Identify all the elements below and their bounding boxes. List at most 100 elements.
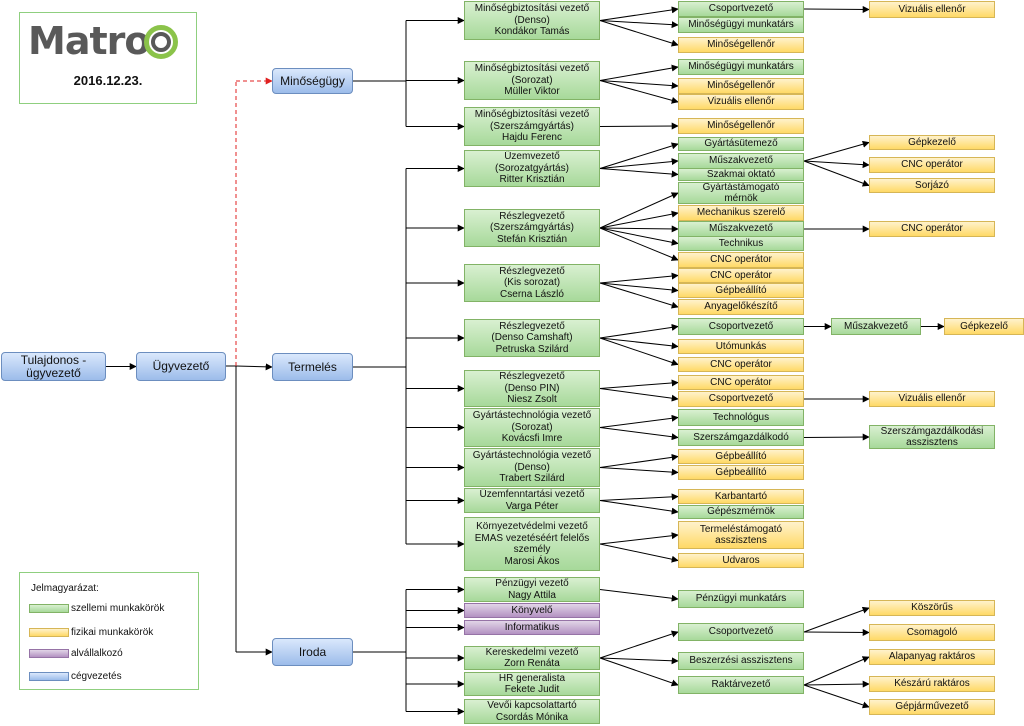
node-vevoi: Vevői kapcsolattartó Csordás Mónika [464,699,600,724]
node-c10-gepbeall1: Gépbeállító [678,449,804,464]
connector-line [599,657,679,665]
connector-line [803,160,870,169]
node-c8-csop: Csoportvezető [678,391,804,407]
node-d1-vizualis: Vizuális ellenőr [869,1,995,18]
legend-swatch-green [29,603,69,613]
connector-line [599,282,679,294]
node-uzemfenn: Üzemfenntartási vezető Varga Péter [464,488,600,513]
node-c9-szersz: Szerszámgazdálkodó [678,429,804,446]
legend-item-alvallalkozo: alvállalkozó [29,646,123,660]
connector-line [599,630,679,659]
connector-line [599,657,679,687]
logo-ring-icon [144,25,178,59]
connector-line [599,337,679,366]
connector-line [599,225,679,233]
node-c12-udvaros: Udvaros [678,553,804,568]
connector-line [599,500,679,515]
legend-item-szellemi: szellemi munkakörök [29,601,164,615]
logo-panel: Matro 2016.12.23. [19,12,197,104]
connector-line [599,282,679,309]
node-c13-penzugyi: Pénzügyi munkatárs [678,590,804,608]
connector-line [599,80,679,90]
connector-line [803,628,870,636]
node-gytv-sorozat: Gyártástechnológia vezető (Sorozat) Ková… [464,408,600,447]
connector-line [599,467,679,476]
chart-date: 2016.12.23. [73,73,143,88]
connector-line [599,122,679,130]
node-mbv-sorozat: Minőségbiztosítási vezető (Sorozat) Müll… [464,61,600,100]
node-c2-minell: Minőségellenőr [678,78,804,94]
connector-line [599,493,679,501]
node-tulajdonos: Tulajdonos - ügyvezető [1,352,106,381]
node-d7-muszak: Műszakvezető [831,318,921,335]
node-c5-mechanikus: Mechanikus szerelő [678,205,804,221]
connector-line [599,453,679,468]
legend-label: alvállalkozó [71,647,123,659]
node-d14-gepjarmu: Gépjárművezető [869,699,995,715]
connector-line [599,379,679,389]
node-keresk-vez: Kereskedelmi vezető Zorn Renáta [464,646,600,670]
node-c2-vizualis: Vizuális ellenőr [678,94,804,110]
node-c14-csop: Csoportvezető [678,623,804,641]
connector-line [599,272,679,284]
node-ugyvezeto: Ügyvezető [136,352,226,381]
connector-line [599,337,679,350]
node-c4-szakmai: Szakmai oktató [678,168,804,181]
node-c4-gyartasut: Gyártásütemező [678,137,804,151]
connector-line [599,168,679,178]
node-c3-minell: Minőségellenőr [678,118,804,134]
connector-line [803,5,870,13]
node-c6-cnc: CNC operátor [678,268,804,283]
node-d14-alapanyag: Alapanyag raktáros [869,649,995,665]
node-c7-utomunkas: Utómunkás [678,339,804,354]
legend-title: Jelmagyarázat: [31,583,99,594]
connector-line [599,543,679,563]
legend-swatch-blue [29,671,69,681]
node-uzemvezeto: Üzemvezető (Sorozatgyártás) Ritter Krisz… [464,150,600,187]
node-c5-technikus: Technikus [678,236,804,251]
connector-line [803,160,870,187]
node-minosegugy: Minőségügy [272,68,353,94]
node-gytv-denso: Gyártástechnológia vezető (Denso) Traber… [464,448,600,487]
node-c2-minmunk: Minőségügyi munkatárs [678,59,804,75]
connector-line [803,656,870,686]
node-rv-szersz: Részlegvezető (Szerszámgyártás) Stefán K… [464,209,600,247]
connector-line [599,427,679,441]
node-c5-cnc: CNC operátor [678,252,804,268]
node-c7-csop: Csoportvezető [678,318,804,335]
node-c6-gepbeall: Gépbeállító [678,283,804,298]
connector-line [803,433,870,441]
company-logo-wordmark: Matro [28,19,150,63]
node-d4-gepkezelo: Gépkezelő [869,135,995,150]
connector-line [599,532,679,545]
node-c7-cnc: CNC operátor [678,357,804,372]
connector-line [599,227,679,246]
legend-swatch-yellow [29,627,69,637]
node-c5-muszak: Műszakvezető [678,221,804,237]
node-c12-termelestam: Termeléstámogató asszisztens [678,521,804,549]
node-rv-pin: Részlegvezető (Denso PIN) Niesz Zsolt [464,370,600,407]
node-c8-cnc: CNC operátor [678,375,804,390]
node-c5-gyartastam: Gyártástámogató mérnök [678,182,804,204]
node-c1-csop: Csoportvezető [678,1,804,17]
node-c11-karbantarto: Karbantartó [678,489,804,504]
node-c6-anyag: Anyagelőkészítő [678,299,804,315]
node-c1-minell: Minőségellenőr [678,37,804,53]
node-mbv-szersz: Minőségbiztosítási vezető (Szerszámgyárt… [464,107,600,146]
node-kornyezet: Környezetvédelmi vezető EMAS vezetéséért… [464,517,600,571]
connector-line [599,192,679,229]
node-mbv-denso: Minőségbiztosítási vezető (Denso) Kondák… [464,1,600,40]
legend-label: szellemi munkakörök [71,602,165,614]
node-rv-kis: Részlegvezető (Kis sorozat) Cserna Lászl… [464,264,600,302]
legend-swatch-purple [29,648,69,658]
node-c14-raktarvez: Raktárvezető [678,676,804,694]
legend-label: cégvezetés [71,670,122,682]
node-d14-koszorus: Köszörűs [869,600,995,616]
node-d7-gepkezelo: Gépkezelő [944,318,1024,335]
legend-item-fizikai: fizikai munkakörök [29,625,153,639]
node-d9-szersz-asszisztens: Szerszámgazdálkodási asszisztens [869,425,995,449]
legend: Jelmagyarázat: szellemi munkakörök fizik… [19,572,199,690]
connector-line [599,414,679,428]
legend-item-cegvezetes: cégvezetés [29,669,122,683]
